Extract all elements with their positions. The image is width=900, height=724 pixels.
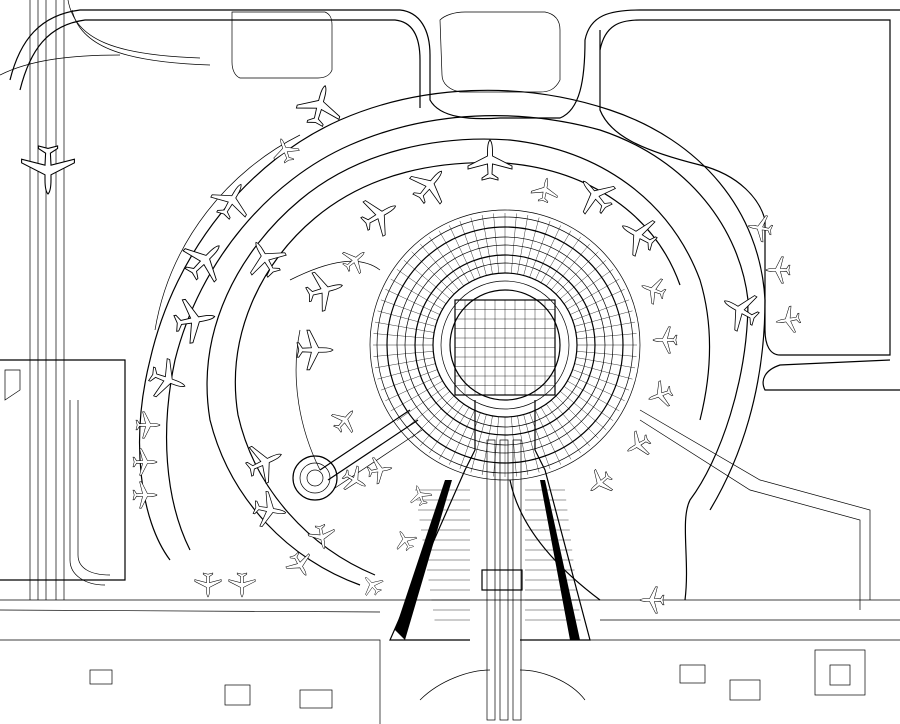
- airplane-icon: [21, 145, 75, 195]
- airplane-icon: [356, 570, 388, 600]
- inner-ring-road: [206, 138, 871, 610]
- airplane-icon: [337, 462, 373, 498]
- airplane-icon: [567, 168, 623, 222]
- airplane-icon: [643, 378, 677, 412]
- airplane-icon: [132, 481, 158, 509]
- airplane-icon: [745, 212, 775, 244]
- apron-ring: [139, 89, 766, 601]
- airplane-icon: [143, 354, 193, 406]
- airplane-icon: [390, 525, 420, 555]
- airplane-icon: [529, 175, 561, 205]
- airplane-icon: [765, 256, 791, 284]
- airplane-icon: [639, 586, 665, 614]
- airplane-icon: [293, 79, 347, 131]
- airplane-icon: [194, 572, 222, 598]
- airplane-icon: [228, 572, 256, 598]
- runway-left: [0, 0, 211, 600]
- landside-core: [389, 400, 591, 721]
- airplane-icon: [306, 522, 338, 552]
- central-terminal: [369, 209, 641, 481]
- airplane-icon: [354, 188, 406, 242]
- airplane-icon: [773, 304, 803, 336]
- airplane-icon: [174, 229, 236, 291]
- airplane-icon: [612, 208, 664, 262]
- airplane-icon: [714, 283, 766, 337]
- airplane-icon: [302, 265, 348, 315]
- airplane-icon: [582, 464, 618, 502]
- satellite-concourse: [292, 409, 423, 501]
- airplane-icon: [337, 241, 373, 279]
- airplane-icon: [239, 436, 291, 488]
- airplane-icon: [652, 326, 678, 354]
- airplane-icon: [132, 448, 158, 476]
- airplane-icon: [326, 402, 364, 438]
- airplane-icon: [296, 329, 334, 371]
- road-network: [0, 9, 900, 724]
- landside-buildings: [89, 649, 866, 709]
- airplane-icon: [636, 273, 670, 307]
- airplane-icon: [467, 139, 513, 181]
- airplane-icon: [365, 454, 395, 486]
- airplane-icon: [620, 427, 656, 463]
- airplane-icon: [250, 489, 290, 531]
- airplane-icon: [406, 481, 434, 509]
